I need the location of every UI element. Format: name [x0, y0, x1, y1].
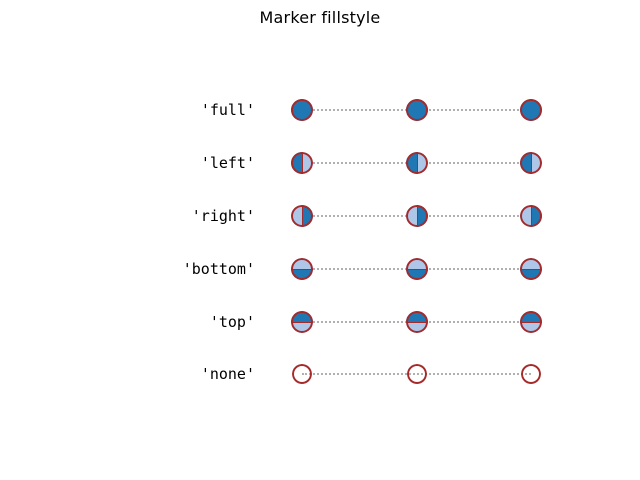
marker-fill-primary	[291, 152, 302, 174]
row-label-top: 'top'	[209, 313, 255, 331]
marker-fill-primary	[417, 205, 428, 227]
marker-fill-alt	[302, 152, 313, 174]
marker-fill-primary	[520, 99, 542, 121]
row-label-left: 'left'	[200, 154, 255, 172]
marker-right-2	[406, 205, 428, 227]
marker-divider	[530, 152, 532, 174]
row-label-full: 'full'	[200, 101, 255, 119]
marker-divider	[406, 268, 428, 270]
marker-divider	[301, 152, 303, 174]
marker-fill-primary	[520, 152, 531, 174]
marker-full-2	[406, 99, 428, 121]
marker-divider	[291, 268, 313, 270]
marker-edge	[521, 364, 541, 384]
marker-fill-primary	[302, 205, 313, 227]
marker-none-3	[521, 364, 541, 384]
marker-divider	[530, 205, 532, 227]
marker-divider	[416, 205, 418, 227]
connector-line	[302, 373, 531, 375]
marker-fill-primary	[531, 205, 542, 227]
marker-fill-alt	[406, 205, 417, 227]
marker-right-1	[291, 205, 313, 227]
marker-left-2	[406, 152, 428, 174]
marker-right-3	[520, 205, 542, 227]
row-label-none: 'none'	[200, 365, 255, 383]
marker-edge	[292, 364, 312, 384]
marker-none-2	[407, 364, 427, 384]
marker-full-3	[520, 99, 542, 121]
marker-bottom-3	[520, 258, 542, 280]
marker-fill-primary	[406, 269, 428, 280]
marker-fill-primary	[406, 152, 417, 174]
marker-fill-primary	[291, 99, 313, 121]
marker-fill-alt	[531, 152, 542, 174]
marker-fill-alt	[406, 322, 428, 333]
marker-fill-primary	[291, 311, 313, 322]
marker-left-1	[291, 152, 313, 174]
marker-fill-alt	[291, 322, 313, 333]
marker-divider	[416, 152, 418, 174]
marker-fill-primary	[520, 269, 542, 280]
marker-fill-alt	[520, 258, 542, 269]
marker-left-3	[520, 152, 542, 174]
marker-bottom-2	[406, 258, 428, 280]
marker-divider	[520, 268, 542, 270]
marker-divider	[301, 205, 303, 227]
marker-fill-alt	[406, 258, 428, 269]
marker-fill-alt	[520, 322, 542, 333]
marker-divider	[406, 321, 428, 323]
marker-fill-alt	[417, 152, 428, 174]
marker-fill-primary	[291, 269, 313, 280]
marker-edge	[407, 364, 427, 384]
marker-bottom-1	[291, 258, 313, 280]
marker-fill-alt	[520, 205, 531, 227]
marker-top-3	[520, 311, 542, 333]
marker-top-1	[291, 311, 313, 333]
marker-fill-alt	[291, 205, 302, 227]
marker-full-1	[291, 99, 313, 121]
row-label-bottom: 'bottom'	[182, 260, 255, 278]
marker-divider	[291, 321, 313, 323]
marker-fill-alt	[291, 258, 313, 269]
marker-none-1	[292, 364, 312, 384]
marker-fill-primary	[406, 99, 428, 121]
marker-divider	[520, 321, 542, 323]
marker-fill-primary	[406, 311, 428, 322]
marker-top-2	[406, 311, 428, 333]
row-label-right: 'right'	[191, 207, 255, 225]
marker-fill-primary	[520, 311, 542, 322]
page-title: Marker fillstyle	[259, 8, 381, 27]
